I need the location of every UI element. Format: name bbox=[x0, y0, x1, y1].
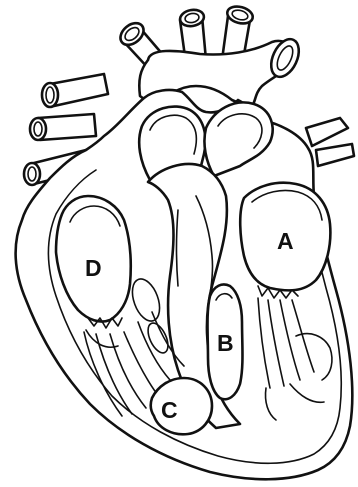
label-d: D bbox=[85, 255, 102, 281]
right-ventricle bbox=[151, 378, 212, 434]
label-a: A bbox=[277, 228, 294, 254]
label-c: C bbox=[161, 397, 178, 423]
label-b: B bbox=[217, 330, 234, 356]
